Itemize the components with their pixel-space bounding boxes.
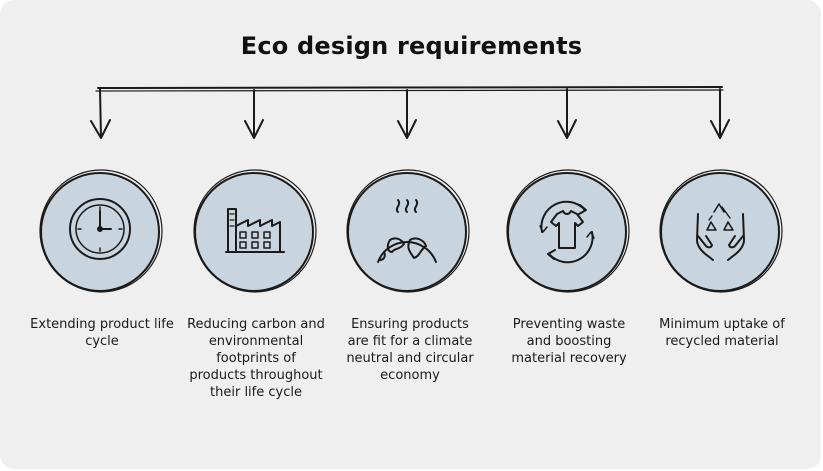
circle-2: [193, 169, 317, 293]
arrow-3: [397, 89, 417, 139]
recycle-tshirt-icon: [539, 200, 595, 264]
clock-icon: [69, 198, 131, 260]
requirement-label-4: Preventing waste and boosting material r…: [511, 317, 627, 366]
arrow-4: [557, 88, 577, 139]
circle-5: [659, 169, 783, 293]
factory-icon: [225, 208, 285, 253]
circle-4: [506, 169, 630, 293]
warming-globe-icon: [377, 199, 437, 263]
connector-bar: [97, 86, 723, 89]
requirement-label-2: Reducing carbon and environmental footpr…: [187, 317, 325, 400]
requirement-label-3: Ensuring products are fit for a climate …: [346, 317, 474, 383]
arrow-2: [244, 89, 264, 139]
arrow-1: [90, 88, 111, 139]
requirement-label-1: Extending product life cycle: [30, 317, 174, 349]
requirement-label-5: Minimum uptake of recycled material: [659, 317, 785, 349]
circle-3: [346, 169, 470, 293]
arrow-5: [710, 88, 730, 139]
diagram-title: Eco design requirements: [240, 32, 583, 60]
hands-recycle-icon: [696, 203, 745, 261]
